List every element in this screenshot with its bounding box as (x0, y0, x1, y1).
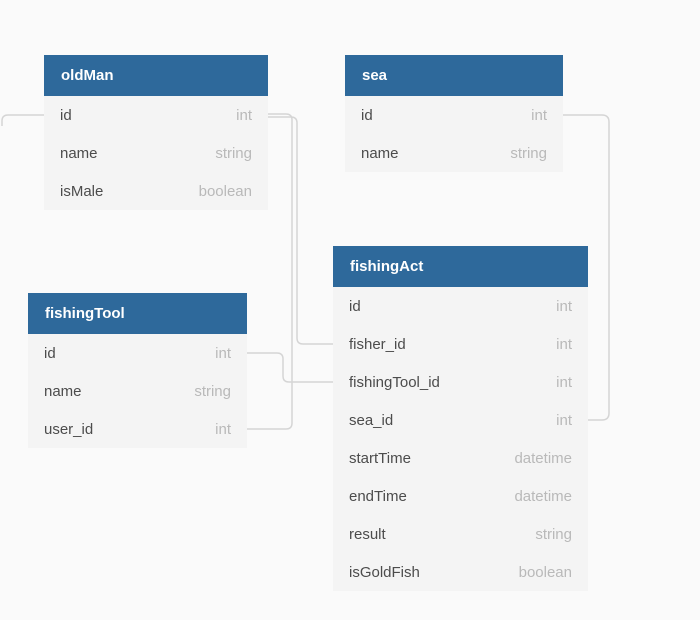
field-type: datetime (514, 487, 572, 505)
field-name: endTime (349, 487, 407, 505)
field-name: fishingTool_id (349, 373, 440, 391)
field-row-fishingAct-isGoldFish[interactable]: isGoldFish boolean (333, 553, 588, 591)
field-type: string (194, 382, 231, 400)
relationship-line-oldMan.id--fishingAct.fisher_id[interactable] (268, 116, 333, 345)
field-name: name (361, 144, 399, 162)
field-name: id (60, 106, 72, 124)
field-name: result (349, 525, 386, 543)
table-oldMan[interactable]: oldMan id int name string isMale boolean (44, 55, 268, 210)
field-name: name (44, 382, 82, 400)
field-type: int (556, 373, 572, 391)
field-type: int (556, 411, 572, 429)
field-name: startTime (349, 449, 411, 467)
field-row-sea-id[interactable]: id int (345, 96, 563, 134)
table-header-sea[interactable]: sea (345, 55, 563, 96)
field-name: name (60, 144, 98, 162)
table-sea[interactable]: sea id int name string (345, 55, 563, 172)
relationship-line-sea.id--fishingAct.sea_id[interactable] (563, 114, 610, 421)
relationship-line-oldMan.id--fishingTool.user_id[interactable] (247, 113, 293, 430)
field-type: int (215, 344, 231, 362)
field-row-oldMan-name[interactable]: name string (44, 134, 268, 172)
field-type: datetime (514, 449, 572, 467)
table-header-oldMan[interactable]: oldMan (44, 55, 268, 96)
field-row-fishingAct-id[interactable]: id int (333, 287, 588, 325)
field-row-oldMan-isMale[interactable]: isMale boolean (44, 172, 268, 210)
field-name: id (349, 297, 361, 315)
field-name: user_id (44, 420, 94, 438)
field-row-fishingAct-startTime[interactable]: startTime datetime (333, 439, 588, 477)
field-name: sea_id (349, 411, 394, 429)
field-row-fishingAct-result[interactable]: result string (333, 515, 588, 553)
field-type: boolean (518, 563, 572, 581)
field-name: id (44, 344, 56, 362)
field-name: isMale (60, 182, 104, 200)
field-type: int (215, 420, 231, 438)
field-row-fishingTool-id[interactable]: id int (28, 334, 247, 372)
field-type: string (510, 144, 547, 162)
field-type: int (556, 335, 572, 353)
field-row-fishingAct-sea_id[interactable]: sea_id int (333, 401, 588, 439)
field-type: string (535, 525, 572, 543)
field-type: string (215, 144, 252, 162)
table-header-fishingTool[interactable]: fishingTool (28, 293, 247, 334)
table-header-fishingAct[interactable]: fishingAct (333, 246, 588, 287)
field-row-sea-name[interactable]: name string (345, 134, 563, 172)
relationship-line-oldMan.id--off-canvas-left[interactable] (1, 114, 44, 126)
relationship-line-fishingTool.id--fishingAct.fishingTool_id[interactable] (247, 352, 333, 383)
field-row-fishingAct-fishingTool_id[interactable]: fishingTool_id int (333, 363, 588, 401)
field-row-fishingAct-endTime[interactable]: endTime datetime (333, 477, 588, 515)
field-type: int (531, 106, 547, 124)
field-name: isGoldFish (349, 563, 420, 581)
field-row-fishingAct-fisher_id[interactable]: fisher_id int (333, 325, 588, 363)
field-row-fishingTool-name[interactable]: name string (28, 372, 247, 410)
field-row-fishingTool-user_id[interactable]: user_id int (28, 410, 247, 448)
field-name: fisher_id (349, 335, 406, 353)
field-type: boolean (198, 182, 252, 200)
field-type: int (556, 297, 572, 315)
field-type: int (236, 106, 252, 124)
field-row-oldMan-id[interactable]: id int (44, 96, 268, 134)
field-name: id (361, 106, 373, 124)
table-fishingTool[interactable]: fishingTool id int name string user_id int (28, 293, 247, 448)
